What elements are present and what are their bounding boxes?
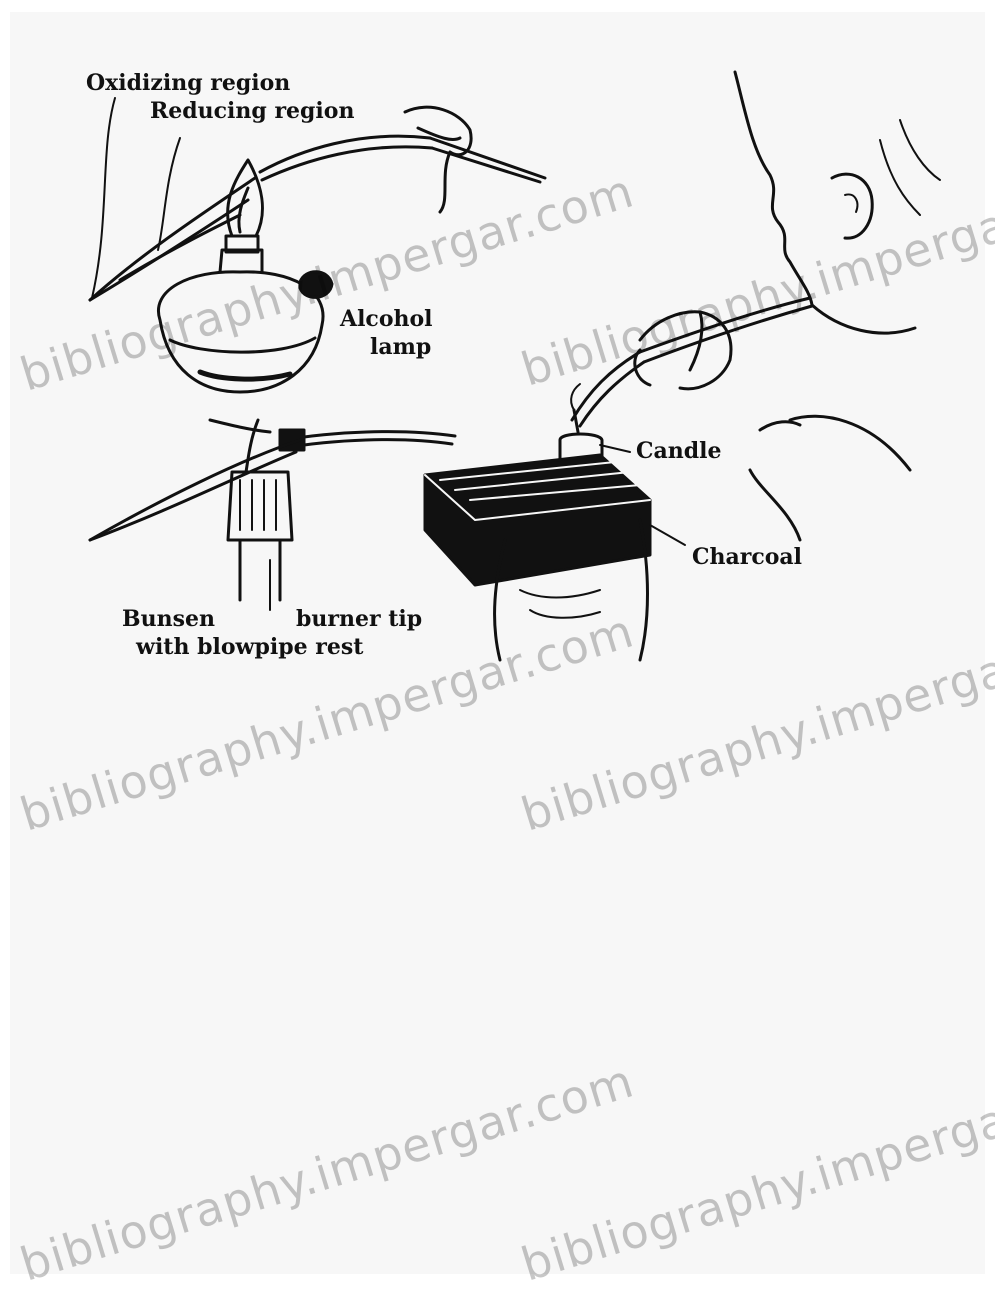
label-oxidizing-region: Oxidizing region xyxy=(86,70,290,96)
label-charcoal: Charcoal xyxy=(692,544,802,570)
label-alcohol: Alcohol xyxy=(340,306,433,332)
label-blowpipe-rest: with blowpipe rest xyxy=(136,634,363,660)
label-burner-tip: burner tip xyxy=(296,606,422,632)
person-blowpipe-drawing xyxy=(425,72,940,660)
label-bunsen: Bunsen xyxy=(122,606,215,632)
alcohol-lamp-drawing xyxy=(90,98,545,392)
label-lamp: lamp xyxy=(370,334,431,360)
bunsen-burner-drawing xyxy=(90,420,455,610)
label-reducing-region: Reducing region xyxy=(150,98,354,124)
label-candle: Candle xyxy=(636,438,722,464)
